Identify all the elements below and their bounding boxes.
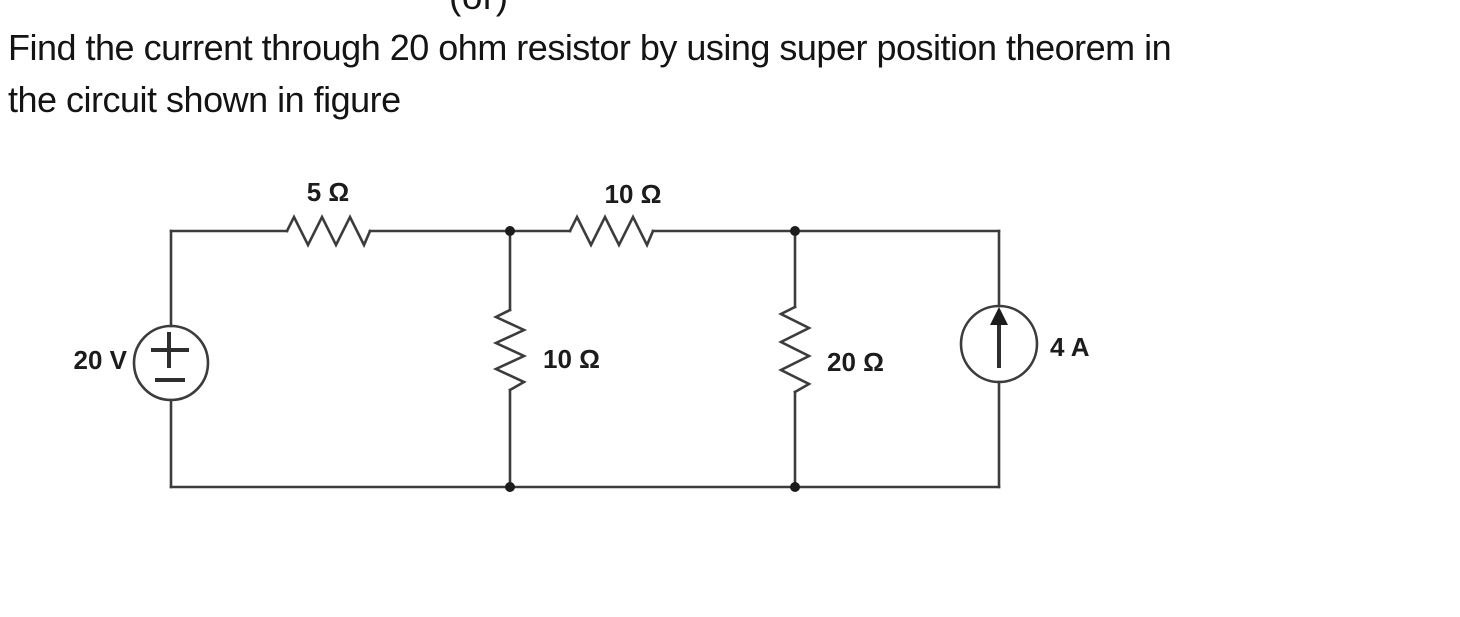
junction-dot-top-right (790, 226, 800, 236)
resistor-5ohm (285, 214, 372, 249)
resistor-10ohm-series-label: 10 Ω (605, 179, 662, 209)
junction-dot-bottom-right (790, 482, 800, 492)
resistor-10ohm-shunt (492, 308, 528, 392)
voltage-source (132, 324, 210, 402)
resistor-10ohm-series (568, 214, 655, 249)
problem-text: Find the current through 20 ohm resistor… (8, 22, 1460, 126)
voltage-source-label: 20 V (74, 345, 128, 375)
resistor-20ohm (778, 305, 812, 394)
current-source (959, 304, 1039, 384)
resistor-20ohm-label: 20 Ω (827, 347, 884, 377)
or-separator-label: (or) (449, 0, 509, 18)
junction-dot-bottom-middle (505, 482, 515, 492)
plus-icon (151, 332, 189, 368)
arrow-up-head-icon (990, 307, 1008, 325)
resistor-5ohm-label: 5 Ω (307, 177, 350, 207)
problem-text-line1: Find the current through 20 ohm resistor… (8, 27, 1172, 68)
junction-dot-top-middle (505, 226, 515, 236)
current-source-label: 4 A (1050, 332, 1090, 362)
resistor-10ohm-shunt-label: 10 Ω (543, 344, 600, 374)
problem-text-line2: the circuit shown in figure (8, 79, 401, 120)
